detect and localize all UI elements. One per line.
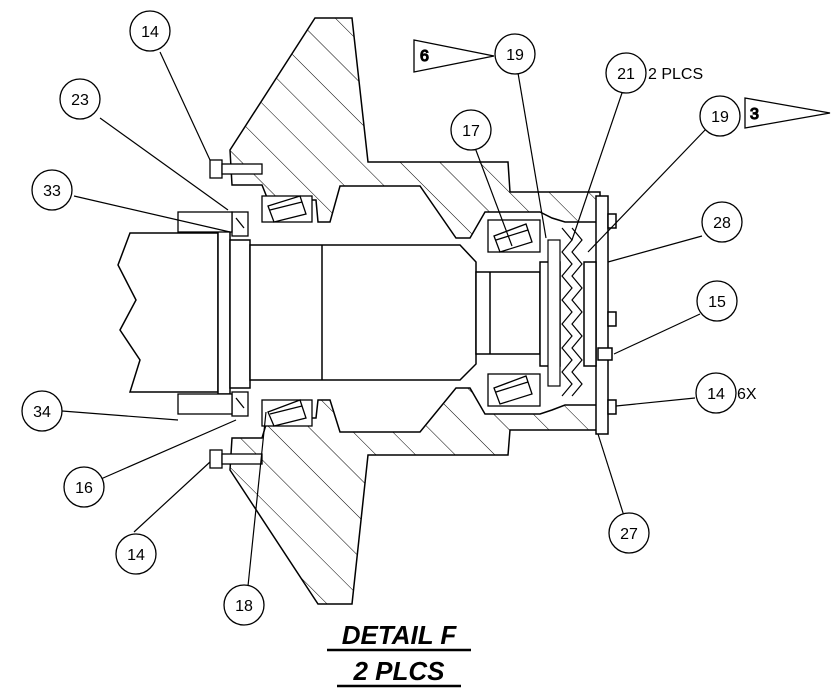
flange-bolts [209,159,263,469]
balloon-15-label: 15 [708,294,726,311]
hub-cap-plate [595,195,609,435]
weld-flag-left-text: 6 [420,48,429,65]
balloon-19-top-label: 19 [506,47,524,64]
inner-bearing-lower [261,399,313,427]
detail-title: DETAIL F 2 PLCS [327,620,471,688]
flange-bolt-upper-shank [221,163,263,175]
bearings [261,195,541,427]
retainer-upper [177,211,233,233]
balloon-15 [696,280,738,322]
spindle [117,227,561,395]
leader-lines [61,51,707,587]
seals [177,211,249,417]
balloon-19-right-label: 19 [711,109,729,126]
shaft-collar [217,227,231,395]
inner-bearing-upper [261,195,313,223]
balloon-19-right [699,95,741,137]
hub-cap [583,195,617,435]
balloon-17 [450,109,492,151]
note-14-qty: 6X [737,386,757,403]
note-21-plcs: 2 PLCS [648,66,703,83]
outer-bearing-lower [487,373,541,407]
flange-bolt-upper-head [209,159,223,179]
weld-flag-left: 6 [413,39,495,73]
balloon-17-label: 17 [462,123,480,140]
balloon-21 [605,52,647,94]
balloon-14-right-label: 14 [707,386,725,403]
balloon-27 [608,512,650,554]
balloon-14-top [129,10,171,52]
shaft-nut-zone [475,271,541,355]
hub-cap-gasket [583,261,597,367]
detail-title-line1: DETAIL F [342,620,458,650]
balloon-19-top [494,33,536,75]
shaft-body [249,244,477,381]
balloon-16-label: 16 [75,480,93,497]
shaft-seal-land [229,239,251,389]
balloon-33 [31,169,73,211]
balloon-28-label: 28 [713,215,731,232]
balloon-21-label: 21 [617,66,635,83]
balloon-23 [59,78,101,120]
flange-bolt-lower-head [209,449,223,469]
balloon-34 [21,390,63,432]
flange-bolt-lower-shank [221,453,263,465]
balloon-labels: 14 23 33 34 16 14 18 17 19 21 19 28 15 1… [33,24,731,615]
weld-flag-right-text: 3 [750,106,759,123]
shaft-end [117,232,219,393]
balloon-14-right [695,372,737,414]
balloon-18-label: 18 [235,598,253,615]
detail-title-line2: 2 PLCS [352,656,445,686]
balloon-23-label: 23 [71,92,89,109]
outer-bearing-upper [487,219,541,253]
balloon-27-label: 27 [620,526,638,543]
balloon-34-label: 34 [33,404,51,421]
balloon-14-top-label: 14 [141,24,159,41]
balloon-18 [223,584,265,626]
balloons [21,10,743,626]
balloon-16 [63,466,105,508]
balloon-14-bottom [115,533,157,575]
balloon-33-label: 33 [43,183,61,200]
balloon-14-bottom-label: 14 [127,547,145,564]
retainer-lower [177,393,233,415]
lock-washers [547,227,583,397]
weld-flag-right: 3 [744,97,831,129]
balloon-28 [701,201,743,243]
